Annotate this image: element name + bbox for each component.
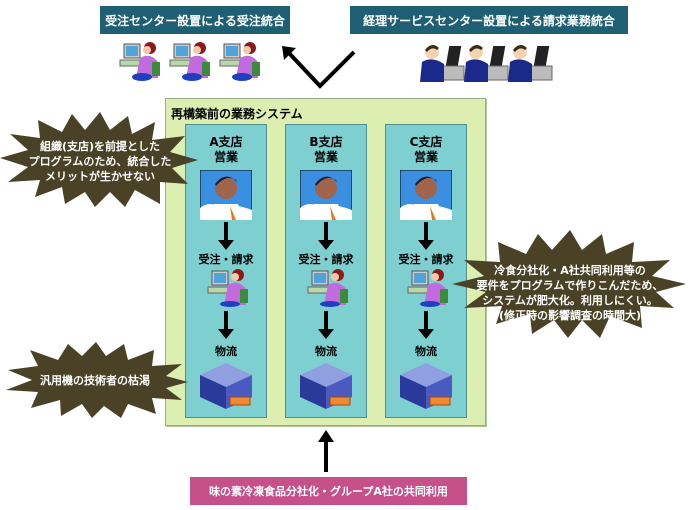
banner-accounting-center: 経理サービスセンター設置による請求業務統合 (350, 6, 628, 34)
step-order-billing: 受注・請求 (198, 253, 254, 266)
salesman-portrait-icon (300, 170, 352, 220)
callout-line: 組織(支店)を前提とした (39, 140, 161, 153)
branch-dept: 営業 (313, 150, 338, 164)
branch-name: B支店 (309, 135, 343, 149)
step-order-billing: 受注・請求 (298, 253, 354, 266)
branch-name: A支店 (209, 135, 243, 149)
callout-starburst-bloat (452, 230, 686, 338)
step-logistics: 物流 (215, 345, 237, 358)
callout-starburst-integration (0, 112, 198, 207)
down-arrow-icon (318, 222, 334, 250)
up-arrow-icon (318, 430, 334, 472)
salesman-portrait-icon (200, 170, 252, 220)
server-icon (400, 363, 452, 409)
step-logistics: 物流 (315, 345, 337, 358)
operator-icon (207, 269, 248, 307)
callout-text-integration: 組織(支店)を前提とした プログラムのため、統合した メリットが生かせない (10, 139, 190, 184)
down-arrow-icon (218, 222, 234, 250)
branch-column-b: B支店 営業 受注・請求 物流 (285, 124, 367, 418)
accountant-group-icon (420, 44, 553, 83)
salesman-portrait-icon (400, 170, 452, 220)
down-arrow-icon (418, 222, 434, 250)
callout-line: 冷食分社化・A社共同利用等の (494, 264, 646, 277)
branch-dept: 営業 (413, 150, 438, 164)
down-arrow-icon (218, 311, 234, 339)
callout-line: (修正時の影響調査の時間大) (498, 309, 642, 322)
banner-group-shared-use: 味の素冷凍食品分社化・グループA社の共同利用 (190, 477, 467, 505)
operator-icon (307, 269, 348, 307)
branch-dept: 営業 (213, 150, 238, 164)
callout-line: メリットが生かせない (45, 170, 155, 183)
branch-column-c: C支店 営業 受注・請求 物流 (385, 124, 467, 418)
callout-text-engineers: 汎用機の技術者の枯渇 (40, 374, 150, 387)
callout-line: 要件をプログラムで作りこんだため、 (476, 279, 664, 292)
callout-line: プログラムのため、統合した (28, 155, 172, 168)
callout-text-bloat: 冷食分社化・A社共同利用等の 要件をプログラムで作りこんだため、 システムが肥大… (460, 263, 680, 323)
operator-icon (407, 269, 448, 307)
legacy-system-title: 再構築前の業務システム (171, 107, 303, 121)
banner-order-center: 受注センター設置による受注統合 (100, 6, 290, 34)
step-logistics: 物流 (415, 345, 437, 358)
down-arrow-icon (418, 311, 434, 339)
callout-starburst-engineers (6, 342, 188, 418)
branch-column-a: A支店 営業 受注・請求 物流 (185, 124, 267, 418)
down-arrow-icon (318, 311, 334, 339)
server-icon (300, 363, 352, 409)
server-icon (200, 363, 252, 409)
split-arrows-icon (282, 46, 356, 89)
operator-group-icon (119, 41, 261, 82)
callout-line: システムが肥大化。利用しにくい。 (482, 294, 658, 307)
branch-name: C支店 (409, 135, 443, 149)
step-order-billing: 受注・請求 (398, 253, 454, 266)
